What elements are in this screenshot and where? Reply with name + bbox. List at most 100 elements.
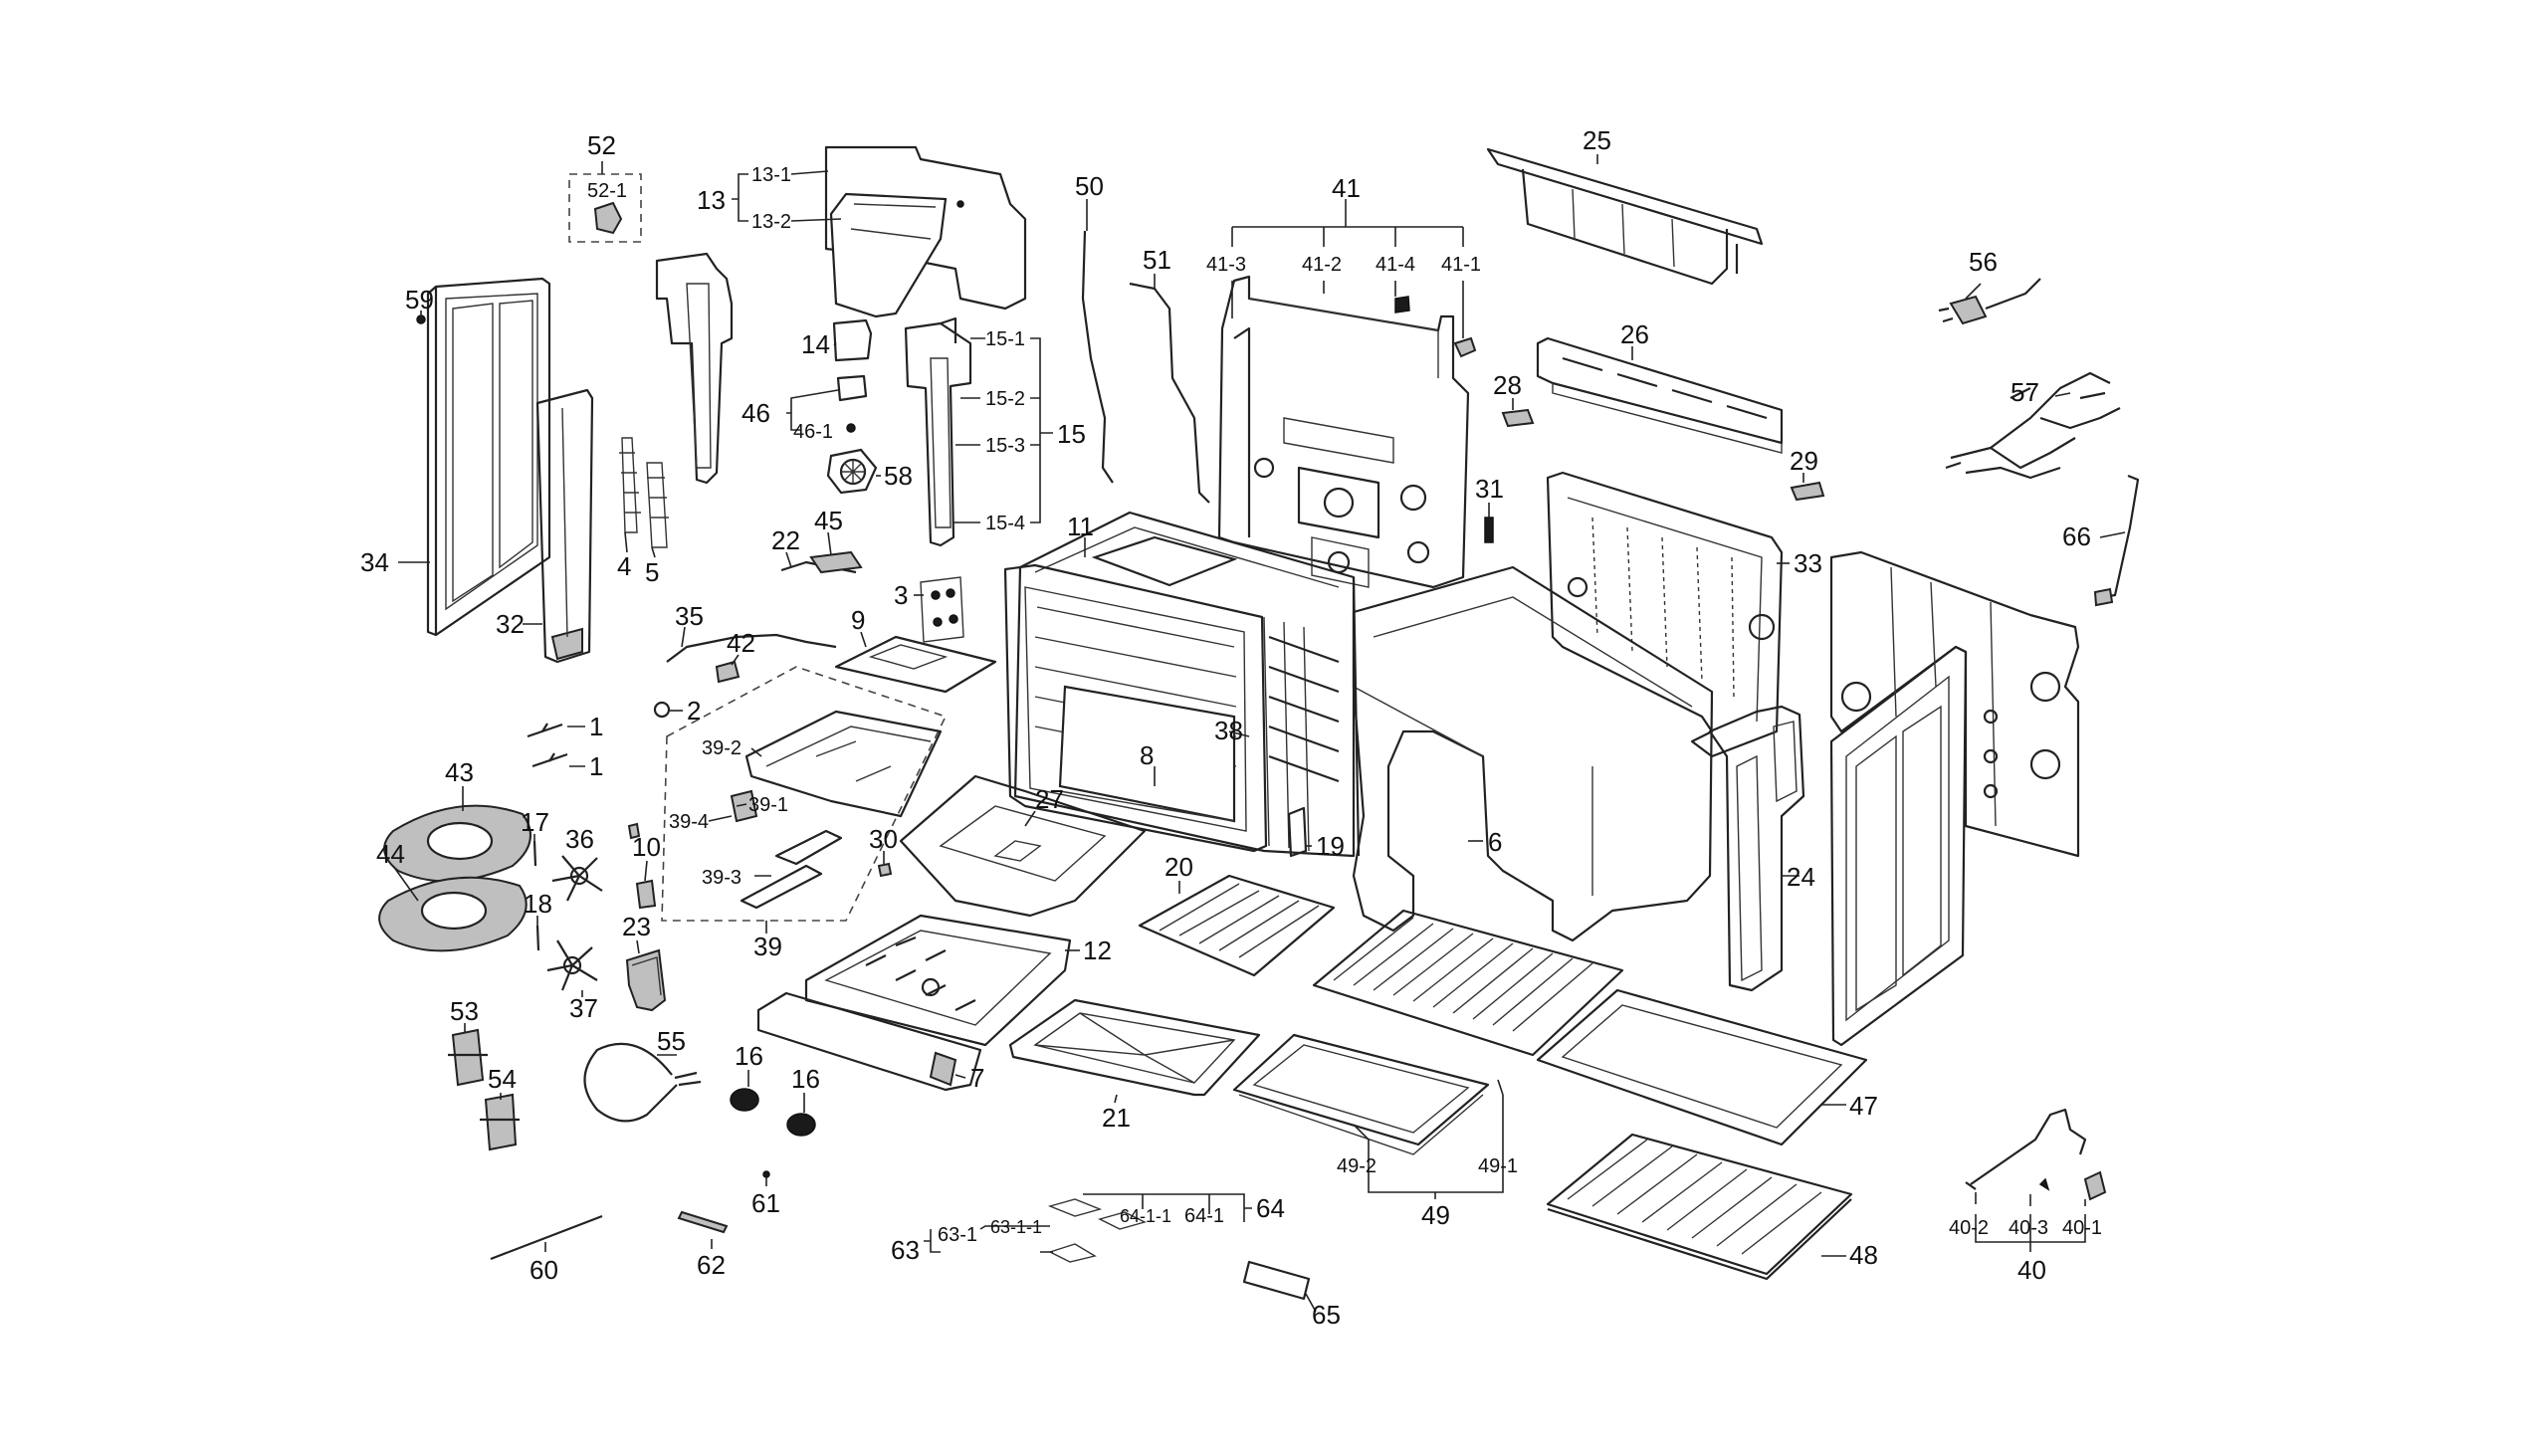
- label-40-3: 40-3: [2009, 1217, 2048, 1239]
- label-61: 61: [751, 1188, 780, 1218]
- label-3: 3: [894, 580, 908, 610]
- part-oven-front-frame: [1003, 563, 1268, 853]
- part-11-oven-cavity: [1013, 511, 1361, 858]
- label-46-1: 46-1: [793, 421, 833, 443]
- label-63: 63: [891, 1235, 920, 1265]
- part-42-clip: [715, 660, 741, 684]
- label-12: 12: [1083, 936, 1112, 965]
- label-33: 33: [1794, 548, 1822, 578]
- part-25-top-trim: [1486, 147, 1764, 286]
- label-43: 43: [445, 757, 474, 787]
- part-35-wire: [666, 633, 837, 663]
- label-2: 2: [687, 696, 701, 726]
- label-40: 40: [2017, 1255, 2046, 1285]
- label-15-3: 15-3: [985, 435, 1025, 457]
- label-60: 60: [529, 1255, 558, 1285]
- label-27: 27: [1035, 784, 1064, 814]
- label-31: 31: [1475, 474, 1504, 504]
- part-36-37-fan-blades: [546, 855, 603, 991]
- label-20: 20: [1165, 852, 1193, 882]
- label-41-4: 41-4: [1376, 254, 1415, 276]
- label-29: 29: [1790, 446, 1818, 476]
- label-15: 15: [1057, 419, 1086, 449]
- label-41-2: 41-2: [1302, 254, 1342, 276]
- part-53-54-switches: [448, 1028, 520, 1151]
- part-40-rack-bracket: [1965, 1108, 2107, 1201]
- label-23: 23: [622, 912, 651, 941]
- part-10-motor: [627, 822, 657, 910]
- part-29-bracket: [1790, 481, 1825, 502]
- label-32: 32: [496, 609, 525, 639]
- label-59: 59: [405, 285, 434, 314]
- part-63-64-brackets: [1047, 1198, 1147, 1263]
- part-57-wire-harness: [1945, 371, 2121, 480]
- part-51-tube: [1129, 282, 1210, 504]
- part-34-door-panel: [426, 277, 551, 637]
- label-14: 14: [801, 329, 830, 359]
- label-52: 52: [587, 130, 616, 160]
- part-30-screw: [877, 862, 893, 878]
- label-37: 37: [569, 993, 598, 1023]
- part-2-small-part: [653, 701, 671, 719]
- label-7: 7: [970, 1063, 984, 1093]
- part-41-4-clip: [1394, 296, 1410, 313]
- part-21-broil-pan: [1008, 998, 1261, 1097]
- label-41: 41: [1332, 173, 1361, 203]
- label-39: 39: [753, 932, 782, 961]
- part-28-bracket: [1501, 408, 1535, 428]
- label-15-4: 15-4: [985, 513, 1025, 534]
- label-35: 35: [675, 601, 704, 631]
- part-17-18-pins: [532, 840, 540, 951]
- label-56: 56: [1969, 247, 1998, 277]
- label-18: 18: [524, 889, 552, 919]
- part-13-upper-duct: [824, 145, 1027, 318]
- part-8-gasket: [1059, 790, 1235, 822]
- part-66-cable: [2093, 474, 2140, 607]
- part-31-clip: [1484, 517, 1494, 543]
- part-47-tray: [1536, 988, 1868, 1146]
- part-6-outer-wrapper: [1352, 565, 1714, 942]
- part-55-heating-element: [583, 1042, 702, 1123]
- label-52-1: 52-1: [587, 180, 627, 202]
- part-12-drawer: [804, 914, 1072, 1047]
- part-4-5-hinge-brackets: [619, 437, 669, 548]
- label-40-2: 40-2: [1949, 1217, 1989, 1239]
- label-38: 38: [1214, 716, 1243, 745]
- label-16a: 16: [735, 1041, 763, 1071]
- label-28: 28: [1493, 370, 1522, 400]
- label-39-2: 39-2: [702, 737, 741, 759]
- label-51: 51: [1143, 245, 1171, 275]
- label-64-1-1: 64-1-1: [1120, 1206, 1171, 1226]
- label-15-2: 15-2: [985, 388, 1025, 410]
- part-13-duct-column: [655, 252, 734, 485]
- label-49: 49: [1421, 1200, 1450, 1230]
- label-21: 21: [1102, 1103, 1131, 1133]
- part-32-door-side-trim: [535, 388, 594, 664]
- part-16-knobs: [730, 1088, 816, 1137]
- part-46-bracket: [836, 374, 868, 433]
- label-62: 62: [697, 1250, 726, 1280]
- label-17: 17: [521, 807, 549, 837]
- label-63-1-1: 63-1-1: [990, 1217, 1042, 1237]
- part-38-rack-supports: [1268, 635, 1340, 783]
- label-22: 22: [771, 525, 800, 555]
- label-15-1: 15-1: [985, 328, 1025, 350]
- part-number-labels: 52 52-1 13 13-1 13-2 50 51 41 41-3 41-2 …: [360, 125, 2102, 1330]
- part-20-rack-guide: [1138, 874, 1336, 977]
- label-13-1: 13-1: [751, 164, 791, 186]
- label-64-1: 64-1: [1184, 1205, 1224, 1227]
- label-48: 48: [1849, 1240, 1878, 1270]
- part-49-oven-racks: [1232, 909, 1624, 1155]
- part-9-plate: [834, 635, 997, 694]
- part-right-door: [1829, 645, 1968, 1047]
- label-42: 42: [727, 628, 755, 658]
- label-41-3: 41-3: [1206, 254, 1246, 276]
- part-right-side-panel: [1829, 550, 2080, 858]
- label-63-1: 63-1: [938, 1224, 977, 1246]
- part-58-fan: [826, 448, 878, 495]
- part-27-bottom-panel: [899, 774, 1147, 918]
- part-39-dashed-group: [661, 666, 948, 922]
- label-39-4: 39-4: [669, 811, 709, 833]
